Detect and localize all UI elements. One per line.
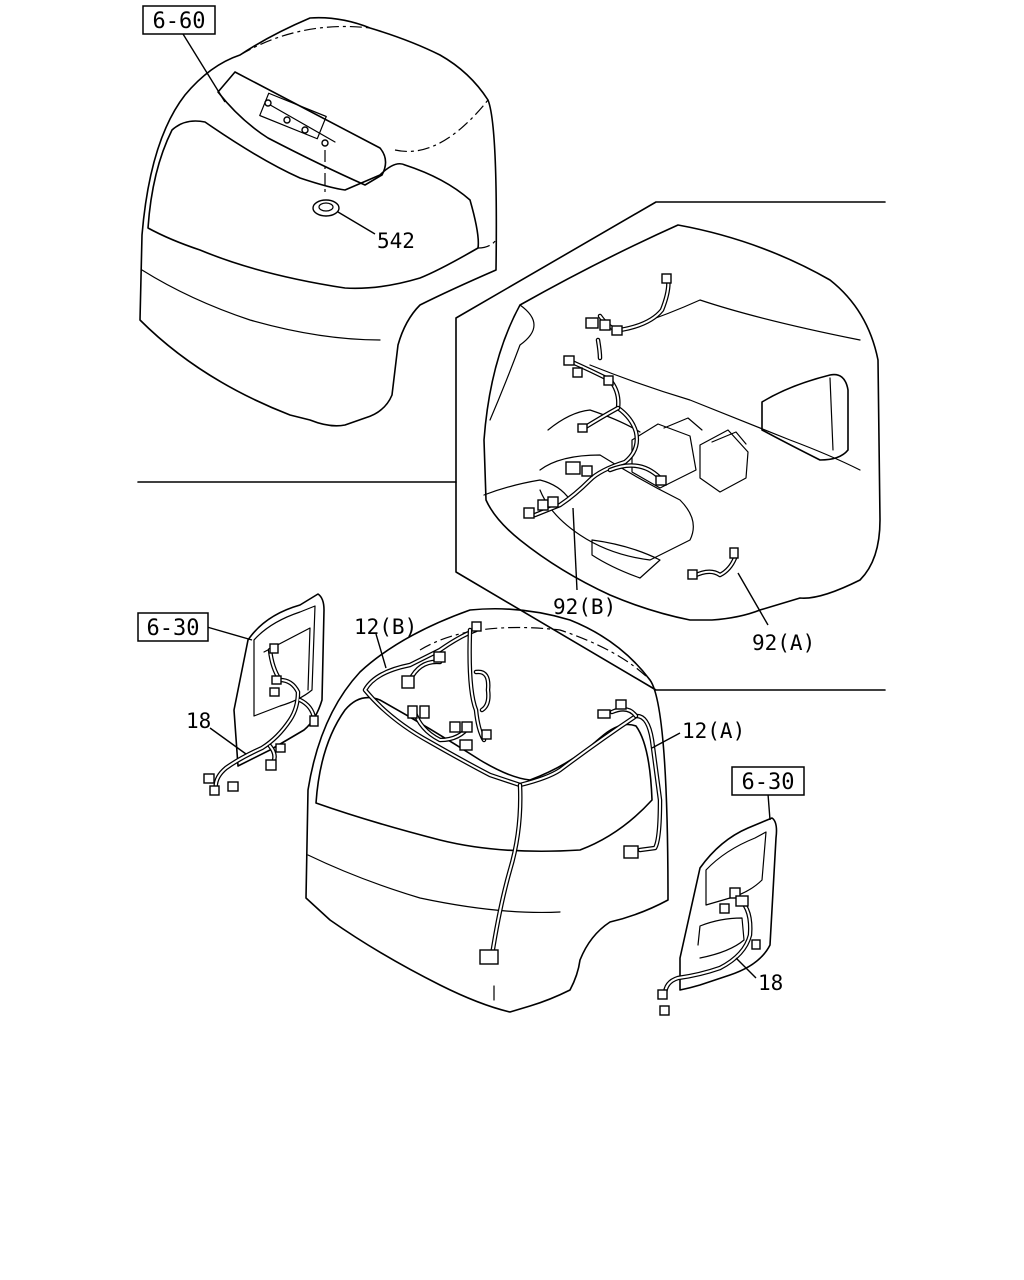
- ref-label-6-30-left: 6-30: [147, 616, 200, 641]
- leader-18-left: [209, 727, 247, 755]
- leader-6-60: [182, 33, 226, 103]
- leader-12b: [375, 633, 387, 669]
- callout-542: 542: [377, 229, 415, 253]
- leader-542: [337, 211, 376, 235]
- callout-18-left: 18: [186, 709, 211, 733]
- leader-6-30-left: [206, 626, 253, 641]
- ref-box-6-60[interactable]: 6-60: [142, 5, 216, 35]
- ref-label-6-30-right: 6-30: [742, 770, 795, 795]
- interior-inset-frame: [137, 201, 886, 691]
- leader-18-right: [735, 957, 757, 979]
- ref-label-6-60: 6-60: [153, 9, 206, 34]
- leader-6-30-right: [767, 793, 771, 821]
- ref-box-6-30-left[interactable]: 6-30: [137, 612, 209, 642]
- door-left: [203, 593, 325, 796]
- leader-92a: [737, 572, 769, 626]
- door-right: [657, 817, 778, 1016]
- callout-12a: 12(A): [682, 719, 745, 743]
- ref-box-6-30-right[interactable]: 6-30: [731, 766, 805, 796]
- cab-interior: [483, 224, 881, 621]
- leader-92b: [572, 507, 578, 591]
- callout-92a: 92(A): [752, 631, 815, 655]
- callout-18-right: 18: [758, 971, 783, 995]
- cab-exterior-bottom: [305, 607, 669, 1013]
- callout-92b: 92(B): [553, 595, 616, 619]
- callout-12b: 12(B): [354, 615, 417, 639]
- leader-12a: [651, 732, 681, 749]
- cab-exterior-top: [139, 16, 498, 427]
